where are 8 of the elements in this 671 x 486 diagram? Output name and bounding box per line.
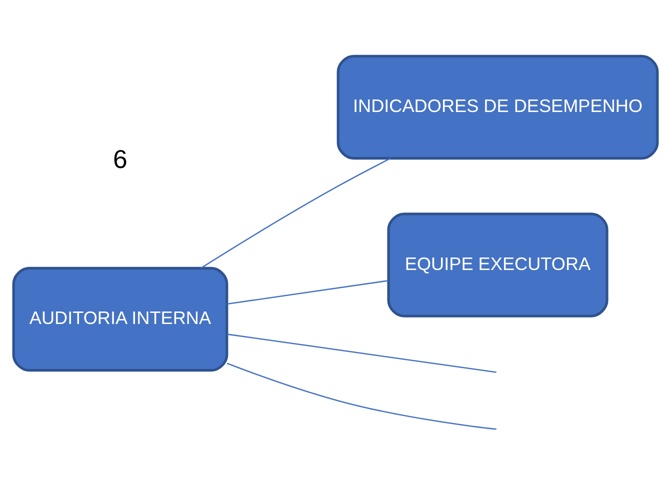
connector [226, 334, 496, 373]
connector [200, 158, 391, 268]
label: 6 [113, 146, 128, 174]
connector [226, 362, 496, 430]
node-box: AUDITORIA INTERNA [12, 266, 228, 372]
connector [226, 280, 388, 305]
node-box: INDICADORES DE DESEMPENHO [336, 54, 659, 160]
node-box: EQUIPE EXECUTORA [387, 212, 608, 318]
